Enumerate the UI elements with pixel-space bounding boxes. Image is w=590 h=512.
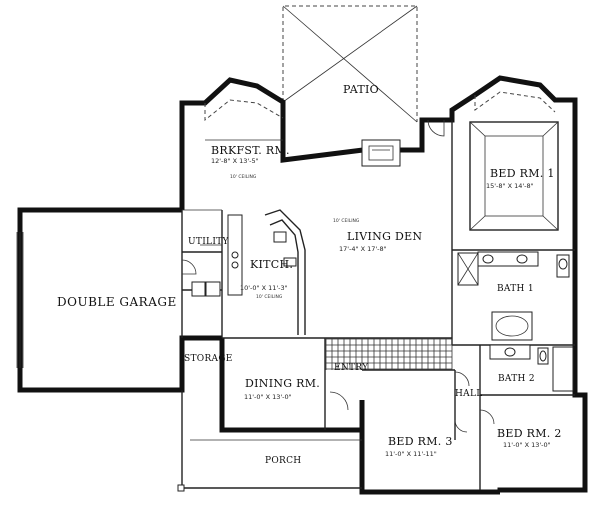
kitch-dims: 10'-0" X 11'-3" [240, 284, 288, 292]
living-ceiling: 10' CEILING [333, 218, 360, 224]
entry-tile-grid [325, 338, 453, 370]
bed1-label: BED RM. 1 [490, 167, 555, 180]
brkfst-bay-detail [204, 99, 284, 141]
bath1-label: BATH 1 [497, 284, 534, 294]
door-swings [181, 119, 495, 433]
bed2-label: BED RM. 2 [497, 427, 562, 440]
living-dims: 17'-4" X 17'-8" [339, 245, 387, 253]
porch-label: PORCH [265, 456, 301, 466]
bath2-label: BATH 2 [498, 374, 535, 384]
bed1-tray-ceiling [469, 91, 559, 231]
garage-label: DOUBLE GARAGE [57, 295, 177, 309]
entry-label: ENTRY [334, 363, 369, 373]
brkfst-dims: 12'-8" X 13'-5" [211, 157, 259, 165]
kitch-label: KITCH. [250, 258, 293, 271]
porch-outline [177, 390, 362, 492]
interior-walls [181, 120, 575, 490]
hall-label: HALL [455, 389, 483, 399]
bed3-dims: 11'-0" X 11'-11" [385, 450, 437, 458]
kitch-ceiling: 10' CEILING [256, 294, 283, 300]
bed2-dims: 11'-0" X 13'-0" [503, 441, 551, 449]
dining-dims: 11'-0" X 13'-0" [244, 393, 292, 401]
patio-label: PATIO [343, 83, 379, 96]
garage-door [16, 232, 24, 368]
storage-label: STORAGE [184, 354, 233, 364]
kitchen-counters [191, 209, 306, 335]
dining-label: DINING RM. [245, 377, 320, 390]
bed3-label: BED RM. 3 [388, 435, 453, 448]
living-label: LIVING DEN [347, 230, 422, 243]
bed1-dims: 15'-8" X 14'-8" [486, 182, 534, 190]
fireplace-icon [361, 139, 401, 167]
patio-outline [282, 5, 418, 123]
room-labels: PATIO BRKFST. RM. 12'-8" X 13'-5" 10' CE… [57, 83, 562, 466]
bath1-fixtures [457, 251, 570, 341]
bath2-fixtures [489, 344, 574, 392]
brkfst-label: BRKFST. RM. [211, 144, 290, 157]
brkfst-ceiling: 10' CEILING [230, 174, 257, 180]
utility-label: UTILITY [188, 237, 229, 247]
